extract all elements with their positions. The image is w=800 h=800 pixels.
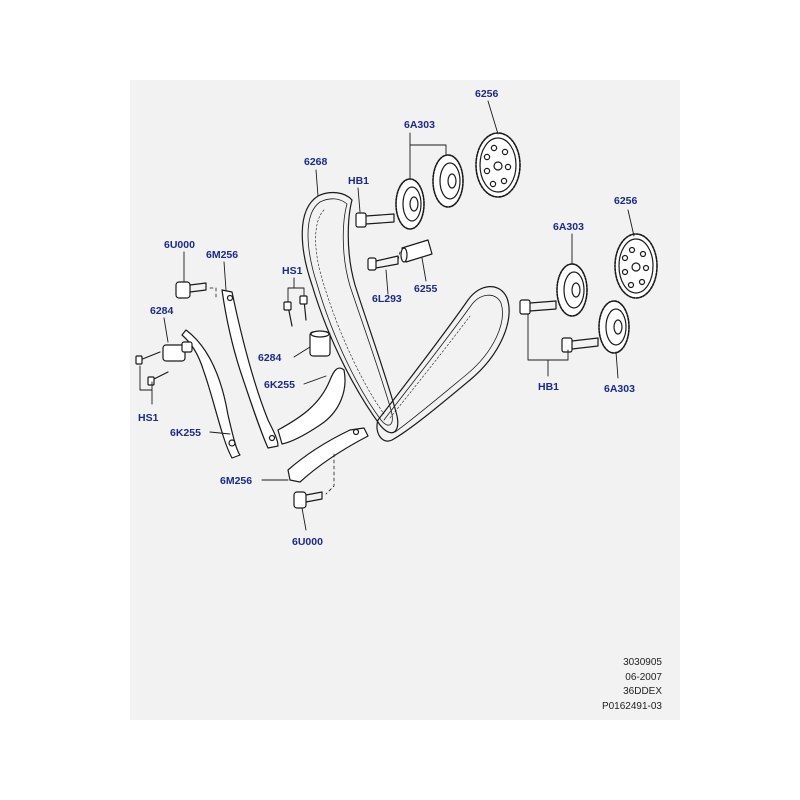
camshaft-sprocket-6A303-lower (598, 300, 630, 354)
callout-6M256-left: 6M256 (206, 249, 238, 261)
camshaft-sprocket-6A303-middle (556, 263, 588, 317)
callout-labels: 6256 6A303 6268 HB1 6U000 6M256 HS1 6L29… (138, 88, 638, 548)
callout-6L293: 6L293 (372, 293, 402, 305)
tensioner-6284-center (309, 330, 331, 357)
callout-6U000-lower: 6U000 (292, 536, 323, 548)
tensioner-6284-left (162, 341, 193, 362)
tensioner-arm-6K255-left (181, 329, 241, 459)
callout-6268: 6268 (304, 156, 328, 168)
timing-chain-left (301, 191, 399, 434)
bolt-HS1-left (135, 351, 169, 386)
callout-HS1-left: HS1 (138, 412, 159, 424)
leader-lines (139, 100, 635, 531)
camshaft-sprocket-6A303-upper-left (395, 178, 425, 230)
callout-6A303-upper: 6A303 (404, 119, 435, 131)
pin-6U000-lower (293, 491, 323, 509)
timing-chain-right (376, 286, 510, 442)
callout-6256-lower: 6256 (614, 195, 638, 207)
callout-HB1-upper: HB1 (348, 175, 369, 187)
camshaft-sprocket-6256-upper (475, 132, 521, 198)
assembly-dashes (209, 251, 401, 495)
chain-guide-6M256-left (221, 289, 279, 449)
bolt-HB1-upper (355, 212, 395, 228)
drawing-reference-block: 3030905 06-2007 36DDEX P0162491-03 (602, 656, 662, 714)
bolt-HB1-lower-b (561, 337, 599, 353)
callout-6A303-lower: 6A303 (604, 383, 635, 395)
part-6255 (400, 239, 433, 263)
reference-code: 36DDEX (623, 686, 662, 697)
callout-6K255-left: 6K255 (170, 427, 201, 439)
callout-6K255-center: 6K255 (264, 379, 295, 391)
part-6L293 (367, 255, 399, 271)
callout-6M256-lower: 6M256 (220, 475, 252, 487)
callout-6A303-middle: 6A303 (553, 221, 584, 233)
chain-guide-6M256-lower (287, 427, 369, 483)
callout-HS1-upper: HS1 (282, 265, 303, 277)
callout-6256-upper: 6256 (475, 88, 499, 100)
reference-number: 3030905 (623, 657, 662, 668)
callout-6U000-upper: 6U000 (164, 239, 195, 251)
reference-date: 06-2007 (625, 671, 662, 683)
tensioner-arm-6K255-center (277, 367, 346, 445)
callout-6255: 6255 (414, 283, 438, 295)
bolt-HB1-lower-a (519, 299, 557, 315)
reference-part-id: P0162491-03 (601, 700, 662, 712)
camshaft-sprocket-6A303-upper-right (432, 154, 464, 208)
camshaft-sprocket-6256-lower (614, 233, 658, 299)
pin-6U000-upper (175, 281, 207, 299)
callout-HB1-lower: HB1 (538, 381, 559, 393)
callout-6284-center: 6284 (258, 352, 282, 364)
bolt-HS1-upper (283, 295, 308, 327)
callout-6284-left: 6284 (150, 305, 174, 317)
